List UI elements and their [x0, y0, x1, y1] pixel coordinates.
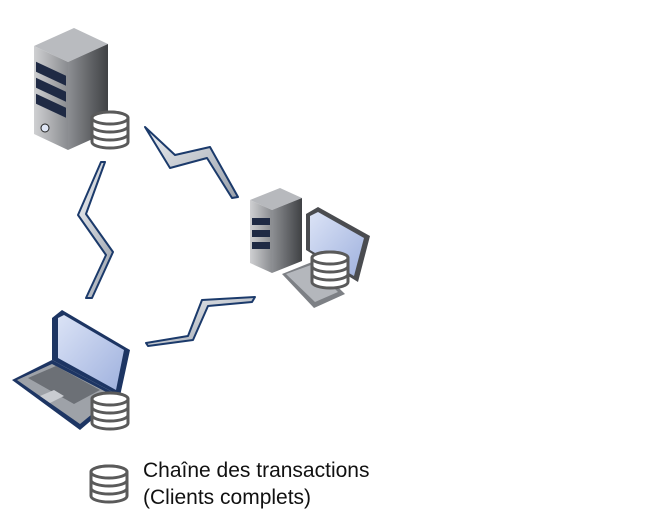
link-laptop-desktop: [145, 296, 256, 347]
legend-line-2: (Clients complets): [143, 486, 312, 509]
laptop-icon: [12, 310, 130, 430]
desktop-ledger-database-icon: [310, 250, 350, 290]
link-server-desktop: [144, 126, 239, 199]
desktop-computer-icon: [250, 188, 370, 308]
server-ledger-database-icon: [90, 110, 130, 150]
legend-label: Chaîne des transactions (Clients complet…: [143, 457, 443, 511]
legend-database-icon: [89, 464, 129, 504]
server-node: [34, 28, 130, 150]
link-server-laptop: [77, 161, 114, 299]
legend-line-1: Chaîne des transactions: [143, 459, 370, 482]
laptop-node: [12, 310, 130, 431]
desktop-node: [250, 188, 370, 308]
laptop-ledger-database-icon: [90, 391, 130, 431]
